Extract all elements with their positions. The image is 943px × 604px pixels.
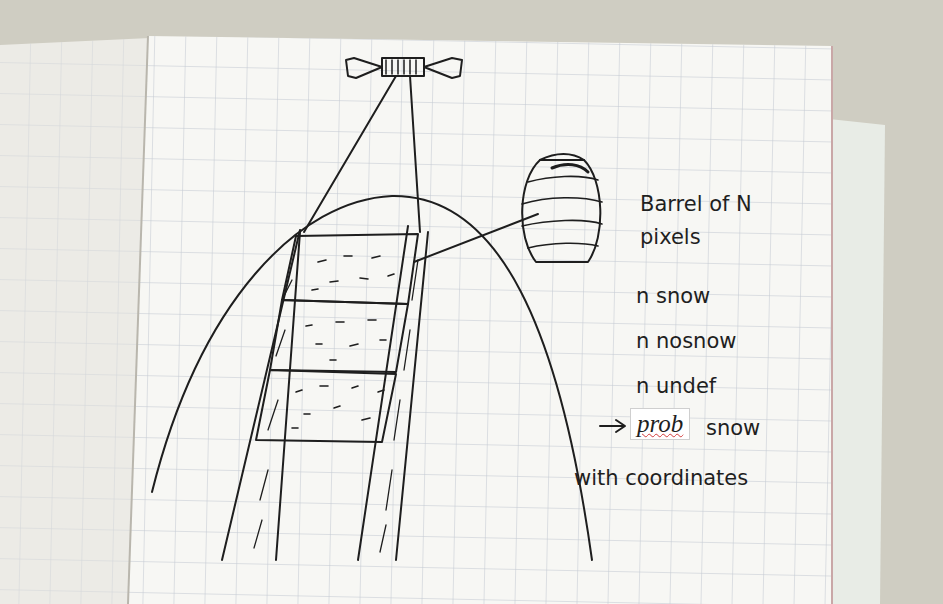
pixel-box	[282, 234, 418, 304]
swath-edge	[276, 232, 300, 560]
pointer-arrow	[600, 420, 625, 432]
left-page-grid	[0, 38, 150, 604]
main-page	[128, 36, 832, 604]
output-note: with coordinates	[574, 462, 824, 495]
earth-arc	[152, 196, 592, 560]
leader-line	[414, 214, 538, 262]
count-label: n snow	[636, 280, 786, 313]
left-page	[0, 38, 150, 604]
page-edge	[831, 46, 833, 604]
swath-hatch	[254, 280, 292, 548]
page-spine	[128, 36, 148, 604]
view-line	[304, 76, 396, 232]
count-label: n nosnow	[636, 325, 786, 358]
typed-word: prob	[630, 408, 690, 440]
main-page-grid	[128, 36, 832, 604]
pixel-box	[270, 300, 408, 372]
pixel-box	[256, 370, 396, 442]
swath-edge	[222, 230, 300, 560]
count-label: n undef	[636, 370, 786, 403]
snow-dots	[292, 256, 394, 428]
view-line	[410, 76, 420, 232]
barrel-symbol	[522, 154, 602, 262]
barrel-caption: Barrel of N pixels	[640, 188, 760, 253]
output-label: snow	[706, 412, 806, 445]
satellite	[346, 58, 462, 78]
